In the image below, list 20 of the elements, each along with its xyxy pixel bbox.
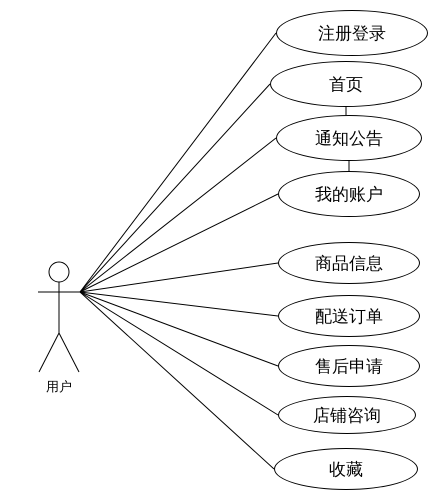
association-line bbox=[80, 138, 276, 292]
actor-label: 用户 bbox=[45, 379, 73, 396]
use-case-ellipse: 注册登录 bbox=[276, 10, 428, 56]
association-line bbox=[80, 292, 278, 416]
association-line bbox=[80, 32, 276, 292]
association-line bbox=[80, 262, 278, 292]
use-case-ellipse: 配送订单 bbox=[278, 295, 420, 337]
use-case-ellipse: 售后申请 bbox=[278, 345, 420, 387]
association-line bbox=[80, 292, 274, 470]
use-case-ellipse: 首页 bbox=[270, 61, 422, 107]
use-case-ellipse: 店铺咨询 bbox=[278, 396, 416, 434]
association-line bbox=[348, 160, 350, 172]
use-case-ellipse: 收藏 bbox=[274, 448, 418, 490]
association-line bbox=[80, 292, 278, 366]
association-line bbox=[80, 194, 278, 292]
use-case-ellipse: 商品信息 bbox=[278, 242, 420, 284]
association-line bbox=[80, 292, 278, 316]
use-case-ellipse: 我的账户 bbox=[278, 171, 420, 217]
use-case-ellipse: 通知公告 bbox=[276, 115, 422, 161]
association-line bbox=[80, 84, 270, 292]
